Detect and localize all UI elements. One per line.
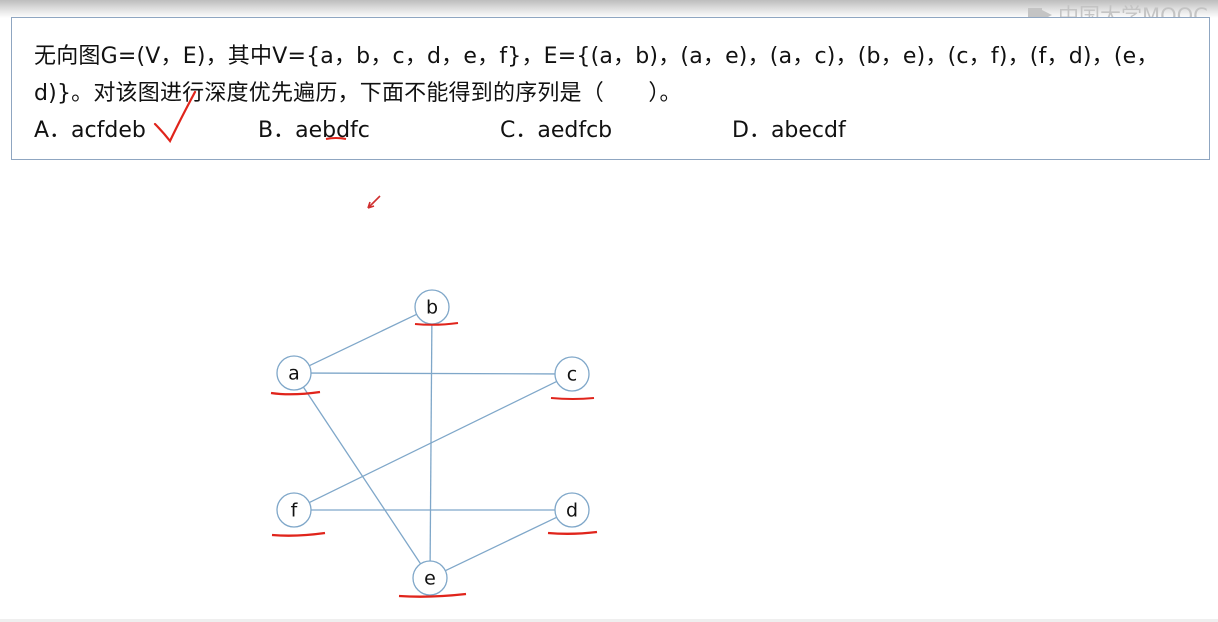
node-circle-f (276, 492, 312, 528)
edge-a-c (310, 372, 556, 375)
node-label-b: b (426, 297, 438, 319)
node-circle-a (276, 355, 312, 391)
node-label-f: f (291, 500, 299, 522)
bottom-bar (0, 619, 1218, 622)
edge-c-f (308, 380, 558, 504)
option-d: D．abecdf (732, 118, 846, 143)
top-shadow (0, 0, 1218, 18)
graph-node-a: a (276, 355, 312, 391)
graph-node-e: e (412, 560, 448, 596)
node-circle-c (554, 356, 590, 392)
option-a: A．acfdeb (34, 118, 146, 143)
option-b: B．aebdfc (258, 118, 370, 143)
question-text: 无向图G=(V，E)，其中V={a，b，c，d，e，f}，E={(a，b)，(a… (34, 44, 1159, 106)
edge-a-b (309, 313, 417, 367)
node-label-d: d (566, 500, 578, 522)
node-circle-d (554, 492, 590, 528)
graph-node-b: b (414, 289, 450, 325)
graph-node-d: d (554, 492, 590, 528)
node-label-a: a (288, 363, 300, 385)
node-label-c: c (567, 364, 577, 386)
graph-node-c: c (554, 356, 590, 392)
graph-node-f: f (276, 492, 312, 528)
edge-a-e (302, 386, 422, 565)
node-label-e: e (424, 568, 436, 590)
question-box: 无向图G=(V，E)，其中V={a，b，c，d，e，f}，E={(a，b)，(a… (11, 17, 1210, 160)
option-c: C．aedfcb (500, 118, 613, 143)
edge-e-d (445, 516, 557, 572)
